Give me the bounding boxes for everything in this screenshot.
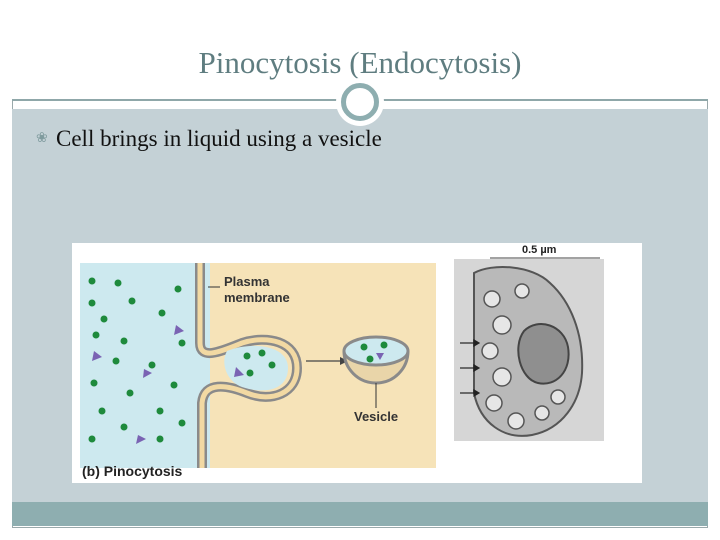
fluid-dots <box>88 277 186 443</box>
figure-illustration: Plasma membrane Vesicle (b) Pinocytosis … <box>80 244 604 479</box>
pinocytosis-figure: Plasma membrane Vesicle (b) Pinocytosis … <box>72 243 642 483</box>
slide-title: Pinocytosis (Endocytosis) <box>198 45 522 80</box>
pocket-fluid <box>224 345 288 391</box>
fluid-triangles <box>92 325 184 444</box>
footer-bar <box>12 502 708 526</box>
extracellular-fluid <box>80 263 210 468</box>
scale-label: 0.5 µm <box>522 244 557 256</box>
pocket-dot <box>258 349 266 357</box>
micrograph-vesicles <box>481 283 566 430</box>
pocket-triangle <box>234 367 244 377</box>
vesicle-icon <box>342 335 410 385</box>
divider-ring-icon <box>341 83 379 121</box>
plasma-label-2: membrane <box>224 290 290 305</box>
pocket-dot <box>268 361 276 369</box>
pocket-dot <box>243 352 251 360</box>
micrograph-arrows <box>460 338 481 398</box>
plasma-membrane-core <box>197 263 300 468</box>
figure-caption: (b) Pinocytosis <box>82 463 183 479</box>
bullet-item: ❀ Cell brings in liquid using a vesicle <box>36 126 382 152</box>
vesicle-label: Vesicle <box>354 409 398 424</box>
bullet-text: Cell brings in liquid using a vesicle <box>56 126 382 151</box>
pocket-dot <box>246 369 254 377</box>
micrograph-organelle <box>517 323 570 385</box>
plasma-label-1: Plasma <box>224 274 270 289</box>
bullet-icon: ❀ <box>36 131 48 146</box>
